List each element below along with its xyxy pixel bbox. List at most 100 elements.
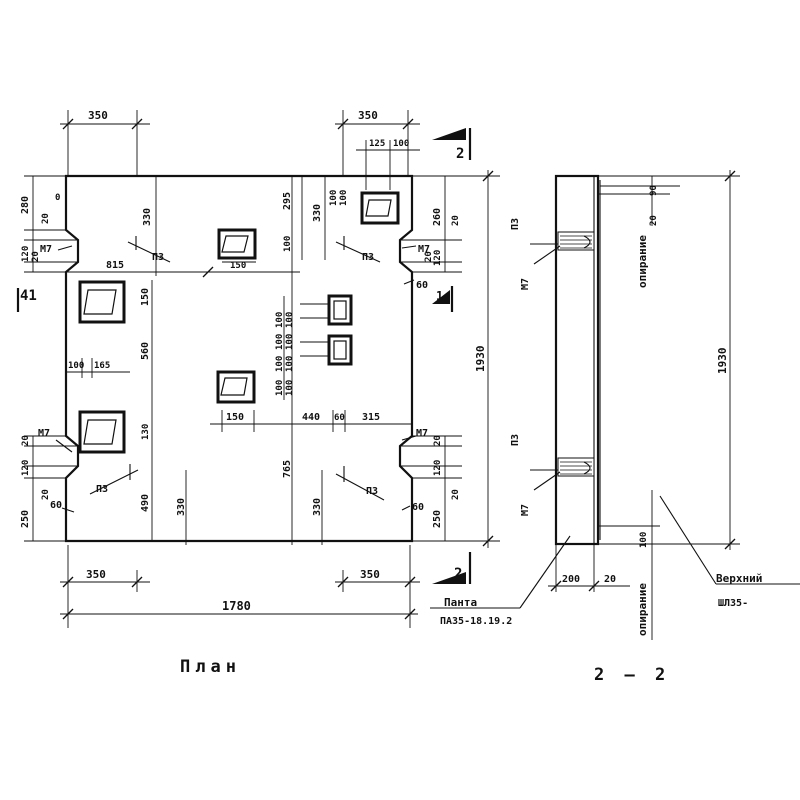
label-440: 440 <box>302 412 320 423</box>
section-slab-name: Панта <box>444 596 477 609</box>
mark-p3-left-top: П3 <box>127 236 171 263</box>
label-315: 315 <box>362 412 380 423</box>
label-left-20b: 20 <box>31 251 41 262</box>
label-left-120-b: 120 <box>21 460 31 476</box>
section-1-label: 1 <box>436 289 443 303</box>
section-upper-code: ШЛ35- <box>718 598 748 609</box>
mark-p3-right-bottom: П3 <box>335 466 385 501</box>
svg-text:20: 20 <box>41 489 51 500</box>
label-490: 490 <box>140 494 151 512</box>
section-mark-2-top: 2 <box>432 128 472 162</box>
section-label-100: 100 <box>639 532 649 548</box>
label-150-c: 150 <box>226 412 244 423</box>
dim-right-chain-top: 260 120 20 20 М7 60 <box>400 175 500 291</box>
section-mark-1: 1 <box>432 286 454 312</box>
section-slab-code: ПА35-18.19.2 <box>440 616 512 627</box>
label-100-top: 100 <box>393 139 409 149</box>
section-mark-p3-top: П3 <box>510 218 521 230</box>
label-bottom-350-right: 350 <box>360 568 380 581</box>
label-150-a: 150 <box>230 261 246 271</box>
label-765: 765 <box>282 460 293 478</box>
label-100-d: 100 <box>68 361 84 371</box>
svg-text:100: 100 <box>285 312 295 328</box>
svg-text:П3: П3 <box>96 484 108 495</box>
dim-stack-100: 100 100 100 100 100 100 100 100 <box>275 296 295 400</box>
label-1780: 1780 <box>222 599 251 613</box>
label-330-a: 330 <box>312 204 323 222</box>
embedded-part-top <box>557 231 595 251</box>
mark-m7-left-bottom: М7 <box>38 428 50 439</box>
section-mark-m7-bottom: М7 <box>520 504 531 516</box>
section-2-top-label: 2 <box>456 146 464 162</box>
svg-text:20: 20 <box>451 489 461 500</box>
label-130: 130 <box>141 424 151 440</box>
dim-bottom: 350 350 1780 <box>60 545 420 628</box>
label-top-350-right: 350 <box>358 109 378 122</box>
label-330-c: 330 <box>312 498 323 516</box>
svg-text:20: 20 <box>21 435 31 446</box>
section-mark-41: 41 <box>16 288 37 312</box>
dim-top-right: 350 125 100 <box>335 109 420 190</box>
section-slab <box>554 174 600 546</box>
label-60-left-bottom: 60 <box>50 500 62 511</box>
label-1930-plan: 1930 <box>474 346 487 373</box>
label-250-left: 250 <box>20 510 31 528</box>
label-150-b: 150 <box>140 288 151 306</box>
svg-text:100: 100 <box>285 334 295 350</box>
section-label-20-bottom: 20 <box>604 574 616 585</box>
section-41-label: 41 <box>20 288 37 304</box>
section-support-top-label: опирание <box>636 235 649 288</box>
mark-m7-left-top: М7 <box>40 244 52 255</box>
plan-title: План <box>180 657 241 677</box>
section-upper-name: Верхний <box>716 572 762 585</box>
dim-left-bottom: 20 120 20 250 60 <box>20 435 78 542</box>
section-2-bottom-label: 2 <box>454 566 462 582</box>
dim-height-1930: 1930 <box>412 170 500 548</box>
label-20-right: 20 <box>451 215 461 226</box>
svg-text:120: 120 <box>433 460 443 476</box>
mark-p3-left-bottom: П3 <box>89 464 139 495</box>
dim-right-bottom: М7 20 120 20 250 60 330 <box>400 428 462 541</box>
dim-top-left: 350 <box>60 109 150 176</box>
section-slab-label: Панта ПА35-18.19.2 <box>430 535 571 627</box>
label-120-right: 120 <box>433 250 443 266</box>
label-280: 280 <box>20 196 31 214</box>
label-815: 815 <box>106 260 124 271</box>
label-60-right-bottom: 60 <box>412 502 424 513</box>
label-60-b: 60 <box>334 413 345 423</box>
label-left-120: 120 <box>21 246 31 262</box>
section-bottom-support: 100 опирание 200 20 <box>548 490 660 640</box>
svg-text:100: 100 <box>275 312 285 328</box>
section-mark-p3-bottom: П3 <box>510 434 521 446</box>
svg-text:20: 20 <box>433 435 443 446</box>
dim-center-horizontal: 150 440 60 315 <box>210 410 412 432</box>
label-left-330: 330 <box>142 208 153 226</box>
label-560: 560 <box>140 342 151 360</box>
label-left-0: 0 <box>55 193 60 203</box>
svg-text:П3: П3 <box>366 486 378 497</box>
label-bottom-350-left: 350 <box>86 568 106 581</box>
svg-text:П3: П3 <box>362 252 374 263</box>
label-100-b: 100 <box>339 190 349 206</box>
section-dim-1930: 1930 <box>598 170 740 550</box>
section-label-200: 200 <box>562 574 580 585</box>
label-260: 260 <box>432 208 443 226</box>
label-100-a: 100 <box>329 190 339 206</box>
section-view: П3 М7 П3 М7 90 20 опирание 1930 <box>430 170 800 685</box>
label-20-right-b: 20 <box>424 251 434 262</box>
section-label-90: 90 <box>649 185 659 196</box>
label-125: 125 <box>369 139 385 149</box>
plan-view: 350 350 125 100 2 <box>16 109 500 677</box>
label-165: 165 <box>94 361 110 371</box>
mark-m7-right-bottom: М7 <box>416 428 428 439</box>
label-60-right-top: 60 <box>416 280 428 291</box>
svg-text:100: 100 <box>275 334 285 350</box>
label-330-b: 330 <box>176 498 187 516</box>
mark-p3-right-top: П3 <box>335 236 381 263</box>
section-title: 2 – 2 <box>594 665 670 685</box>
section-mark-2-bottom: 2 <box>432 552 472 584</box>
mark-m7-right-top: М7 <box>418 244 430 255</box>
svg-text:100: 100 <box>285 380 295 396</box>
label-250-right: 250 <box>432 510 443 528</box>
